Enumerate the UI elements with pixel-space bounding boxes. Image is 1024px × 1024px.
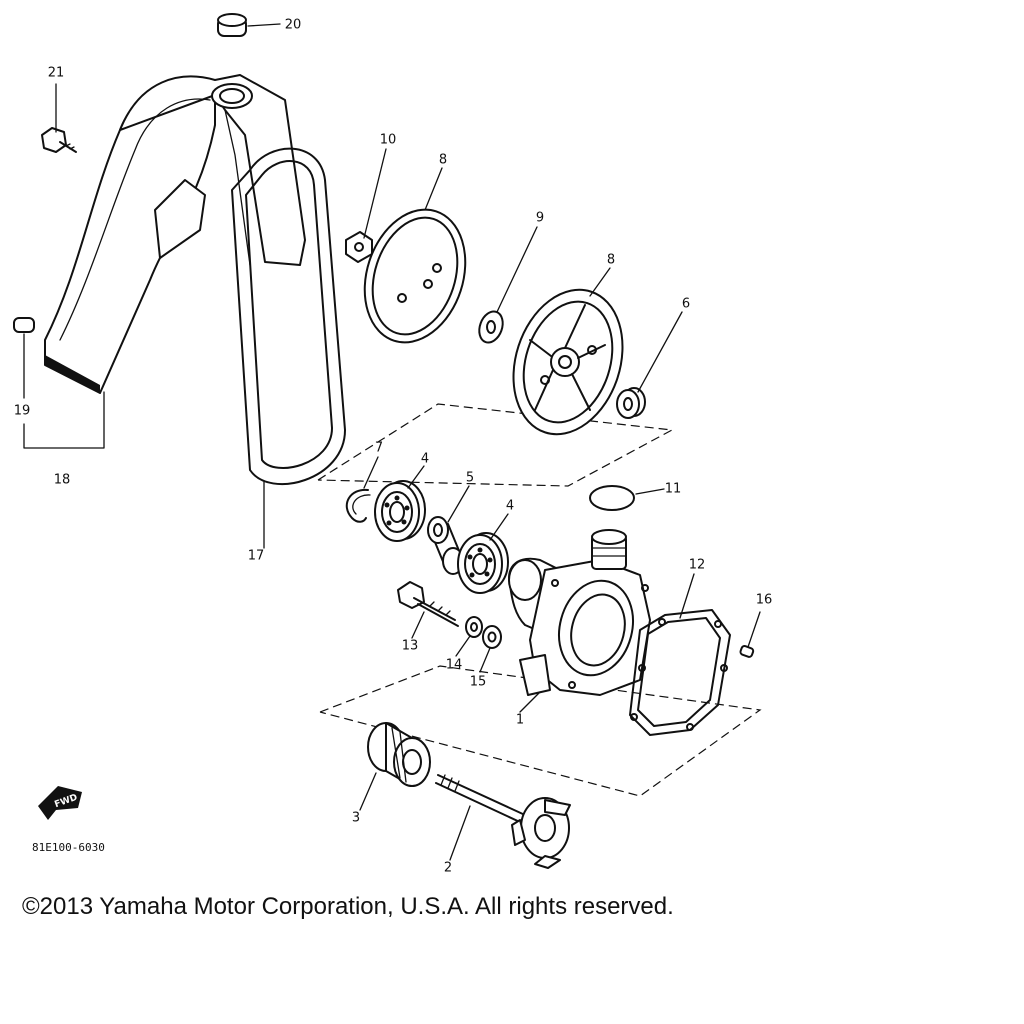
pulley-nut[interactable]	[345, 231, 373, 263]
callout-5: 5	[466, 471, 474, 486]
callout-2: 2	[444, 861, 452, 876]
damper[interactable]	[13, 317, 35, 333]
callout-8b: 8	[607, 253, 615, 268]
callout-21: 21	[48, 66, 65, 81]
lock-washer[interactable]	[465, 616, 483, 638]
grommet[interactable]	[217, 13, 247, 37]
pulley-half-inner[interactable]	[496, 276, 641, 449]
callout-13: 13	[402, 639, 419, 654]
v-belt[interactable]	[231, 147, 346, 486]
callout-labels: 1 2 3 4 4 5 6 7 8 8 9 10 11 12 13 14 15 …	[14, 18, 773, 876]
impeller-shaft[interactable]	[435, 774, 571, 869]
callout-17: 17	[248, 549, 265, 564]
callout-11: 11	[665, 482, 682, 497]
spacer-collar[interactable]	[616, 387, 646, 419]
callout-15: 15	[470, 675, 487, 690]
callout-12: 12	[689, 558, 706, 573]
dashed-group-frames	[317, 403, 762, 797]
exploded-parts-diagram: FWD 81E100-6030 1 2 3 4 4 5 6 7	[13, 13, 773, 876]
pulley-half-outer[interactable]	[348, 196, 481, 355]
callout-14: 14	[446, 658, 463, 673]
forward-arrow-icon: FWD	[38, 786, 82, 820]
bearing-inner[interactable]	[457, 532, 509, 594]
callout-10: 10	[380, 133, 397, 148]
oil-seal[interactable]	[367, 722, 431, 787]
callout-6: 6	[682, 297, 690, 312]
callout-9: 9	[536, 211, 544, 226]
callout-19: 19	[14, 404, 31, 419]
o-ring[interactable]	[589, 485, 635, 511]
guard-bolt[interactable]	[41, 127, 77, 153]
belt-guard[interactable]	[44, 74, 306, 394]
dowel-pin[interactable]	[739, 645, 755, 658]
callout-1: 1	[516, 713, 524, 728]
housing-bolt[interactable]	[397, 581, 459, 627]
leader-lines	[23, 23, 761, 861]
bearing-collar[interactable]	[427, 516, 464, 575]
plain-washer[interactable]	[482, 625, 502, 649]
circlip[interactable]	[345, 488, 371, 523]
callout-3: 3	[352, 811, 360, 826]
pulley-washer[interactable]	[475, 308, 507, 346]
callout-20: 20	[285, 18, 302, 33]
callout-16: 16	[756, 593, 773, 608]
figure-code: 81E100-6030	[32, 841, 105, 854]
copyright-notice: ©2013 Yamaha Motor Corporation, U.S.A. A…	[22, 893, 674, 920]
callout-4a: 4	[421, 452, 429, 467]
callout-8a: 8	[439, 153, 447, 168]
callout-7: 7	[375, 441, 383, 456]
bearing-outer[interactable]	[374, 480, 426, 542]
callout-18: 18	[54, 473, 71, 488]
pump-housing[interactable]	[508, 529, 651, 696]
housing-gasket[interactable]	[629, 609, 731, 736]
callout-4b: 4	[506, 499, 514, 514]
